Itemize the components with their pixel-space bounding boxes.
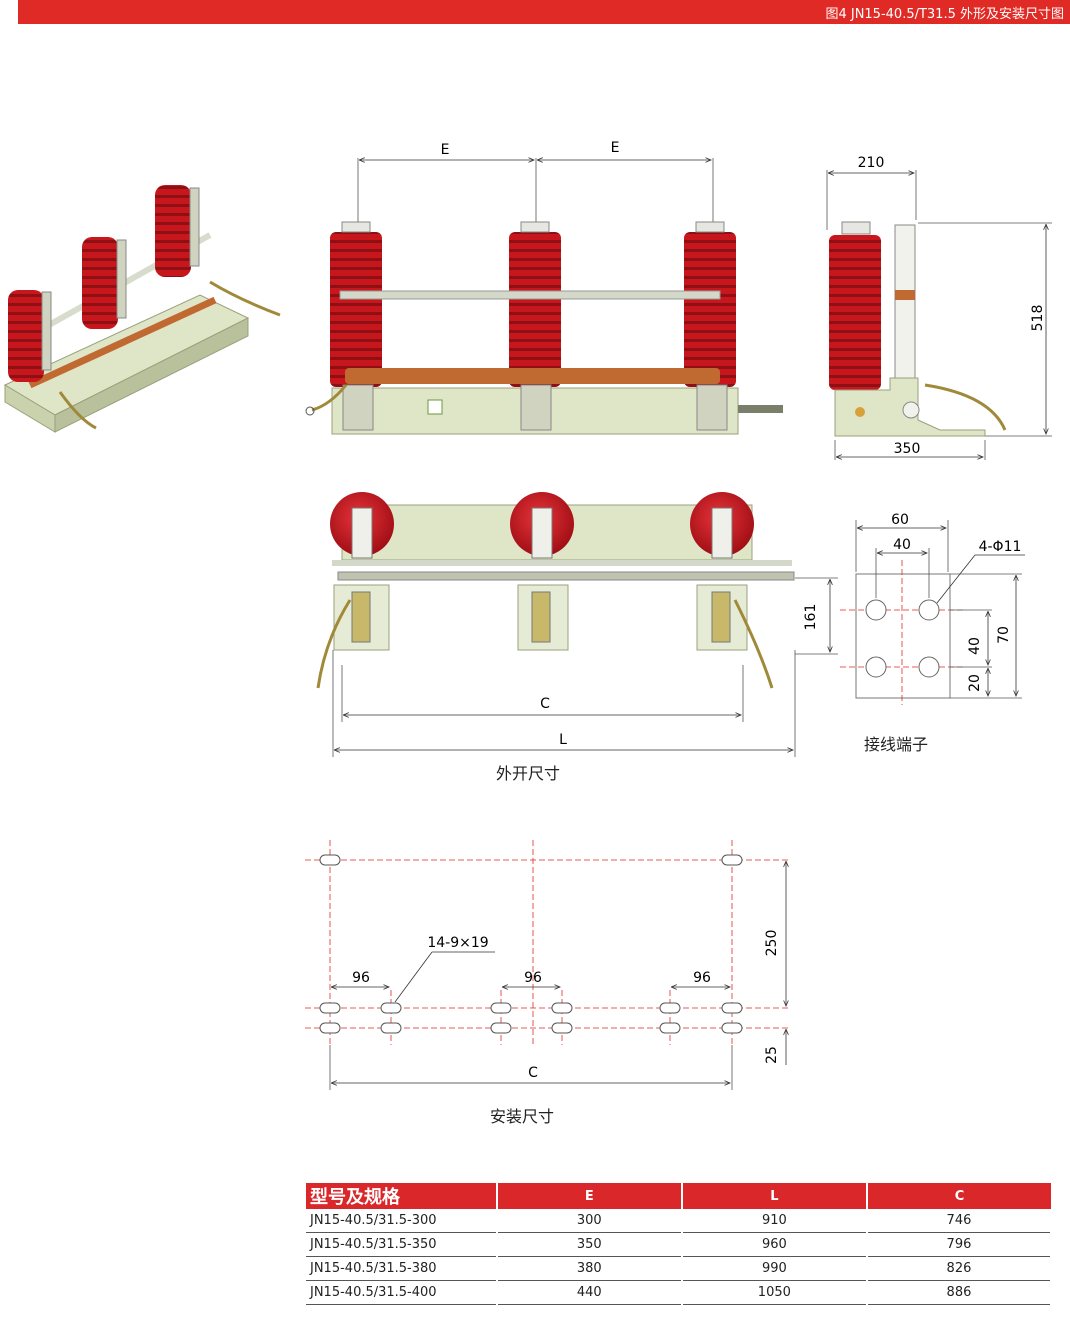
- dim-96-b: 96: [524, 970, 542, 986]
- top-view-caption: 外开尺寸: [496, 764, 561, 783]
- terminal-detail: 60 40 4-Φ11 40 70 20: [840, 512, 1025, 705]
- cell-E: 350: [496, 1232, 683, 1257]
- cell-E: 380: [496, 1256, 683, 1281]
- spec-table-header: 型号及规格 E L C: [306, 1183, 1051, 1209]
- cell-model: JN15-40.5/31.5-380: [306, 1256, 498, 1281]
- dim-40-side: 40: [967, 637, 983, 655]
- cell-E: 300: [496, 1209, 683, 1233]
- cell-L: 1050: [681, 1280, 868, 1305]
- cell-L: 910: [681, 1209, 868, 1233]
- cell-C: 886: [866, 1280, 1053, 1305]
- header-C: C: [866, 1183, 1051, 1209]
- dim-E-left: E: [441, 142, 450, 158]
- mounting-layout: 14-9×19 96 96 96 250 25 C: [305, 840, 790, 1090]
- dim-70: 70: [996, 626, 1012, 644]
- table-row: JN15-40.5/31.5-400 440 1050 886: [306, 1280, 1053, 1305]
- side-view: 210 518 350: [826, 155, 1052, 460]
- slots-label: 14-9×19: [427, 935, 488, 951]
- mounting-caption: 安装尺寸: [490, 1107, 555, 1126]
- top-view: 161 C L: [316, 492, 838, 757]
- dim-40-top: 40: [893, 537, 911, 553]
- table-row: JN15-40.5/31.5-350 350 960 796: [306, 1232, 1053, 1257]
- technical-drawing: E E 210 518: [3, 140, 1052, 1090]
- cell-L: 960: [681, 1232, 868, 1257]
- cell-C: 746: [866, 1209, 1053, 1233]
- header-L: L: [681, 1183, 868, 1209]
- dim-210: 210: [858, 155, 885, 171]
- dim-518: 518: [1030, 305, 1046, 332]
- cell-model: JN15-40.5/31.5-350: [306, 1232, 498, 1257]
- cell-E: 440: [496, 1280, 683, 1305]
- dim-L: L: [559, 732, 567, 748]
- dim-60: 60: [891, 512, 909, 528]
- dim-250: 250: [764, 930, 780, 957]
- isometric-view: [3, 185, 281, 433]
- cell-model: JN15-40.5/31.5-400: [306, 1280, 498, 1305]
- dim-350: 350: [894, 441, 921, 457]
- cell-C: 796: [866, 1232, 1053, 1257]
- dim-20: 20: [967, 674, 983, 692]
- cell-L: 990: [681, 1256, 868, 1281]
- header-E: E: [496, 1183, 683, 1209]
- front-view: E E: [305, 140, 783, 435]
- spec-table: 型号及规格 E L C JN15-40.5/31.5-300 300 910 7…: [306, 1183, 1053, 1305]
- holes-label: 4-Φ11: [979, 539, 1022, 555]
- table-row: JN15-40.5/31.5-380 380 990 826: [306, 1256, 1053, 1281]
- page-title: 图4 JN15-40.5/T31.5 外形及安装尺寸图: [825, 7, 1064, 22]
- cell-model: JN15-40.5/31.5-300: [306, 1209, 498, 1233]
- dim-E-right: E: [611, 140, 620, 156]
- dim-C-mount: C: [528, 1065, 538, 1081]
- header-bar: 图4 JN15-40.5/T31.5 外形及安装尺寸图: [18, 0, 1070, 24]
- cell-C: 826: [866, 1256, 1053, 1281]
- table-row: JN15-40.5/31.5-300 300 910 746: [306, 1209, 1053, 1233]
- terminal-caption: 接线端子: [864, 735, 929, 754]
- dim-96-a: 96: [352, 970, 370, 986]
- dim-25: 25: [764, 1046, 780, 1064]
- header-model: 型号及规格: [306, 1183, 498, 1209]
- dim-96-c: 96: [693, 970, 711, 986]
- dim-161: 161: [803, 604, 819, 631]
- dim-C-top: C: [540, 696, 550, 712]
